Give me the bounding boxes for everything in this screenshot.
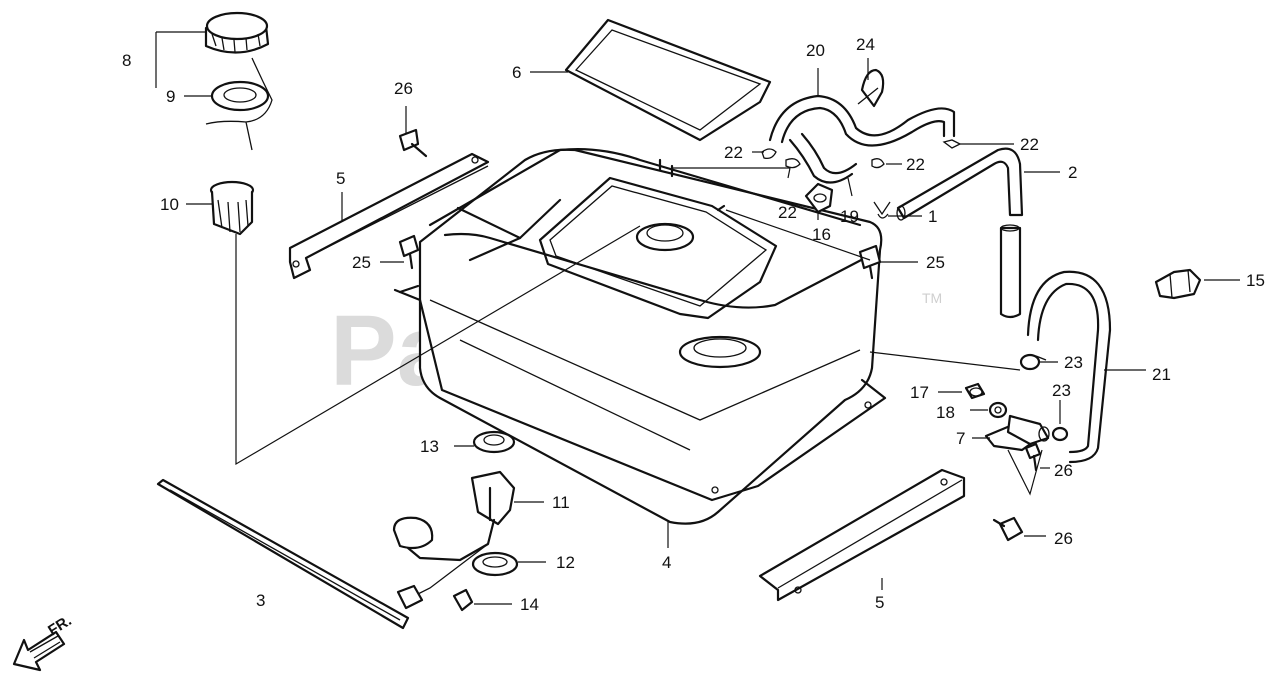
callout-1: 1 <box>928 207 937 226</box>
tank-bracket-upper <box>288 152 490 280</box>
filler-cap <box>204 11 270 54</box>
fuel-gauge-gasket-12 <box>471 551 519 577</box>
callout-13: 13 <box>420 437 439 456</box>
callout-labels: 1 2 3 4 5 5 6 7 8 9 10 11 12 13 14 15 16… <box>122 35 1265 614</box>
bolt-26c <box>992 516 1024 542</box>
callout-25-a: 25 <box>352 253 371 272</box>
fuel-strainer <box>209 180 255 236</box>
bolt-26a <box>398 128 428 158</box>
callout-21: 21 <box>1152 365 1171 384</box>
cap-gasket <box>205 57 273 151</box>
hose-holder-16 <box>804 182 834 214</box>
vent-hose-20 <box>768 94 956 147</box>
callout-26-c: 26 <box>1054 529 1073 548</box>
callout-23-a: 23 <box>1064 353 1083 372</box>
callout-25-b: 25 <box>926 253 945 272</box>
hose-clamp-24 <box>857 68 885 108</box>
tank-bracket-lower <box>758 468 966 602</box>
callout-19: 19 <box>840 207 859 226</box>
hose-clip-22b <box>785 158 801 169</box>
callout-7: 7 <box>956 429 965 448</box>
callout-5-lower: 5 <box>875 593 884 612</box>
callout-2: 2 <box>1068 163 1077 182</box>
callout-18: 18 <box>936 403 955 422</box>
callout-4: 4 <box>662 553 671 572</box>
bolt-25a <box>398 234 420 270</box>
callout-11: 11 <box>552 493 570 512</box>
vent-hose-19 <box>788 132 858 184</box>
tank-strap <box>156 478 410 630</box>
top-cover-gasket <box>564 18 772 142</box>
washer-17 <box>964 382 986 400</box>
fuel-gauge-cap-13 <box>472 430 516 454</box>
leader-lines <box>155 31 1240 605</box>
callout-9: 9 <box>166 87 175 106</box>
callout-22-a: 22 <box>724 143 743 162</box>
clip-14 <box>452 588 474 612</box>
callout-26-a: 26 <box>394 79 413 98</box>
callout-22-c: 22 <box>906 155 925 174</box>
callout-14: 14 <box>520 595 539 614</box>
callout-3: 3 <box>256 591 265 610</box>
hose-clip-22a <box>761 148 777 160</box>
callout-24: 24 <box>856 35 875 54</box>
watermark-trademark: TM <box>922 290 942 306</box>
callout-22-b: 22 <box>778 203 797 222</box>
hose-clip-22d <box>942 139 962 149</box>
callout-15: 15 <box>1246 271 1265 290</box>
callout-5-upper: 5 <box>336 169 345 188</box>
callout-26-b: 26 <box>1054 461 1073 480</box>
hose-holder-15 <box>1154 268 1202 300</box>
hose-clamp-23b <box>1051 426 1069 442</box>
hose-clamp-23a <box>1019 353 1047 371</box>
washer-18 <box>988 401 1008 419</box>
callout-22-d: 22 <box>1020 135 1039 154</box>
fuel-gauge-sender-11 <box>392 470 516 610</box>
callout-16: 16 <box>812 225 831 244</box>
callout-8: 8 <box>122 51 131 70</box>
callout-10: 10 <box>160 195 179 214</box>
fuel-tank <box>393 148 887 525</box>
front-direction-arrow <box>12 630 66 672</box>
callout-20: 20 <box>806 41 825 60</box>
callout-6: 6 <box>512 63 521 82</box>
fuel-hose-21 <box>1026 270 1112 464</box>
callout-12: 12 <box>556 553 575 572</box>
callout-23-b: 23 <box>1052 381 1071 400</box>
callout-17: 17 <box>910 383 929 402</box>
fuel-valve-7 <box>984 414 1050 452</box>
hose-clip-22c <box>871 158 885 169</box>
bolt-26b <box>1024 442 1042 472</box>
breather-hose-2 <box>896 147 1024 319</box>
hose-clip-1 <box>873 201 891 219</box>
